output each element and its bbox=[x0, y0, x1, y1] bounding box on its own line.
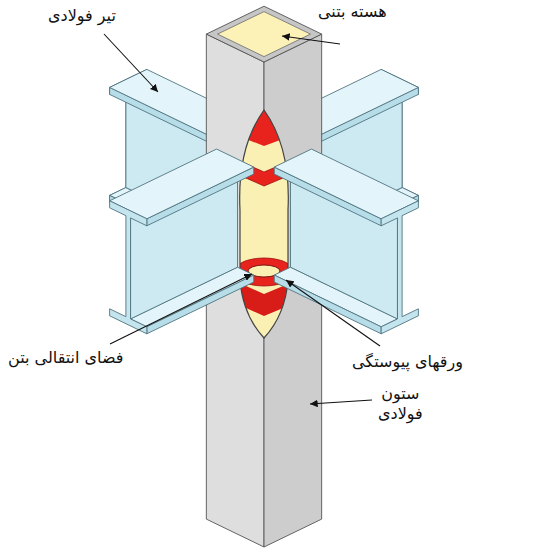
steel-beam bbox=[274, 149, 418, 334]
leader-line bbox=[104, 34, 158, 92]
plate-top bbox=[228, 100, 302, 146]
column-top-rim bbox=[206, 6, 321, 62]
part-label: فضای انتقالی بتن bbox=[8, 348, 123, 368]
label-text: هسته بتنی bbox=[318, 2, 387, 21]
beam-end bbox=[381, 201, 418, 334]
part-label: ورقهای پیوستگی bbox=[352, 352, 463, 372]
label-text: ورقهای پیوستگی bbox=[352, 352, 463, 371]
beam-top-flange bbox=[110, 149, 254, 219]
leader-lines bbox=[104, 34, 380, 404]
concrete-core bbox=[218, 12, 311, 57]
part-label: هسته بتنی bbox=[318, 2, 387, 22]
beam-top-flange bbox=[274, 149, 418, 219]
leader-line bbox=[310, 400, 372, 404]
leader-line bbox=[286, 280, 380, 346]
leader-line bbox=[282, 36, 340, 44]
part-label: تیر فولادی bbox=[48, 6, 116, 26]
cutaway-outline bbox=[240, 110, 289, 338]
label-text: ستون فولادی bbox=[378, 384, 423, 423]
leader-line bbox=[110, 274, 252, 344]
front-beams bbox=[110, 149, 419, 334]
beam-end bbox=[110, 201, 147, 334]
part-label: ستون فولادی bbox=[378, 384, 423, 424]
label-text: تیر فولادی bbox=[48, 6, 116, 25]
label-text: فضای انتقالی بتن bbox=[8, 348, 123, 367]
steel-beam bbox=[110, 149, 254, 334]
